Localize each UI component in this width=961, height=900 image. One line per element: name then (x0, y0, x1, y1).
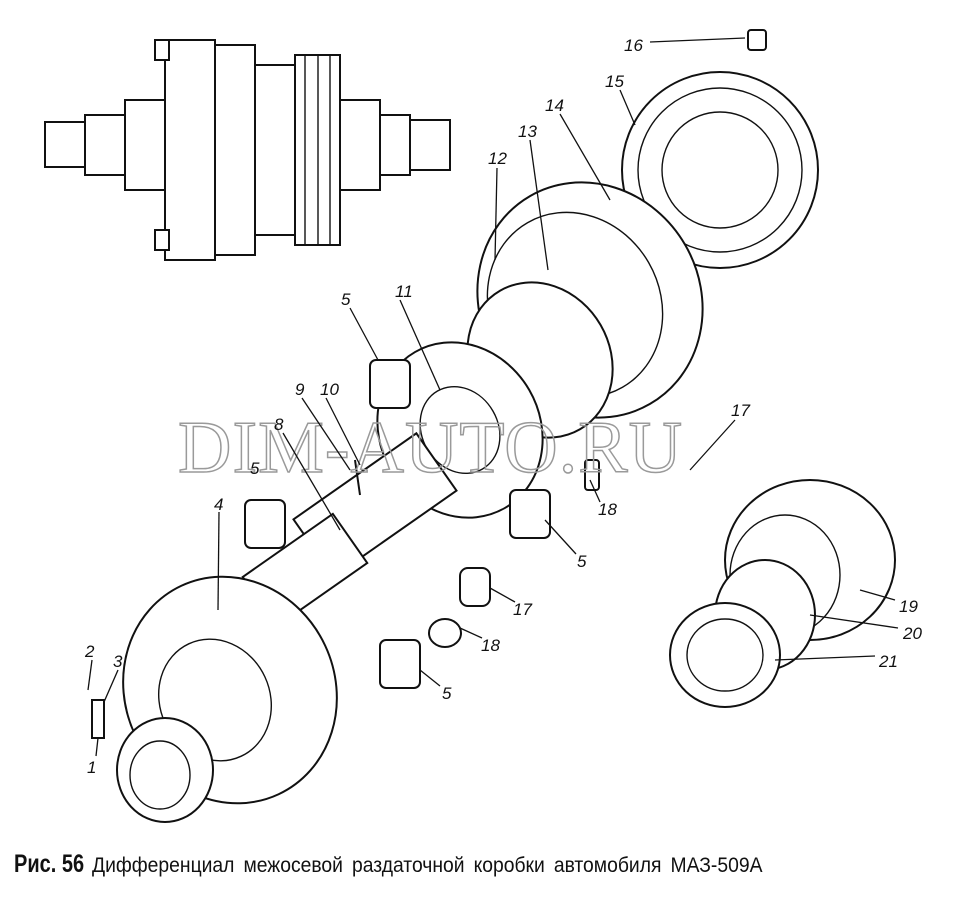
label-4: 4 (214, 495, 223, 514)
label-6: 8 (274, 415, 284, 434)
label-19: 19 (899, 597, 918, 616)
label-12: 14 (545, 96, 564, 115)
label-16: 18 (598, 500, 617, 519)
label-15: 17 (731, 401, 750, 420)
label-5: 5 (250, 459, 260, 478)
label-3: 3 (113, 652, 123, 671)
part-labels: 16 15 14 13 12 5 11 9 10 8 17 5 18 4 5 1… (84, 36, 922, 777)
label-21: 21 (878, 652, 898, 671)
label-17: 17 (513, 600, 532, 619)
exploded-parts-drawing (91, 29, 896, 823)
label-13: 15 (605, 72, 624, 91)
figure-caption: Рис. 56 Дифференциал межосевой раздаточн… (14, 850, 821, 879)
label-8: 10 (320, 380, 339, 399)
label-10: 12 (488, 149, 507, 168)
caption-text: Дифференциал межосевой раздаточной короб… (92, 854, 763, 877)
label-5: 5 (442, 684, 452, 703)
label-2: 2 (84, 642, 95, 661)
label-18: 18 (481, 636, 500, 655)
caption-number: Рис. 56 (14, 850, 85, 878)
label-5: 5 (341, 290, 351, 309)
label-20: 20 (902, 624, 922, 643)
label-7: 9 (295, 380, 305, 399)
leader-lines (87, 37, 899, 757)
label-14: 16 (624, 36, 643, 55)
label-11: 13 (518, 122, 537, 141)
label-9: 11 (395, 282, 413, 301)
watermark: DIM-AUTO.RU (178, 407, 683, 489)
label-1: 1 (87, 758, 96, 777)
label-5: 5 (577, 552, 587, 571)
assembled-differential-drawing (44, 39, 451, 261)
